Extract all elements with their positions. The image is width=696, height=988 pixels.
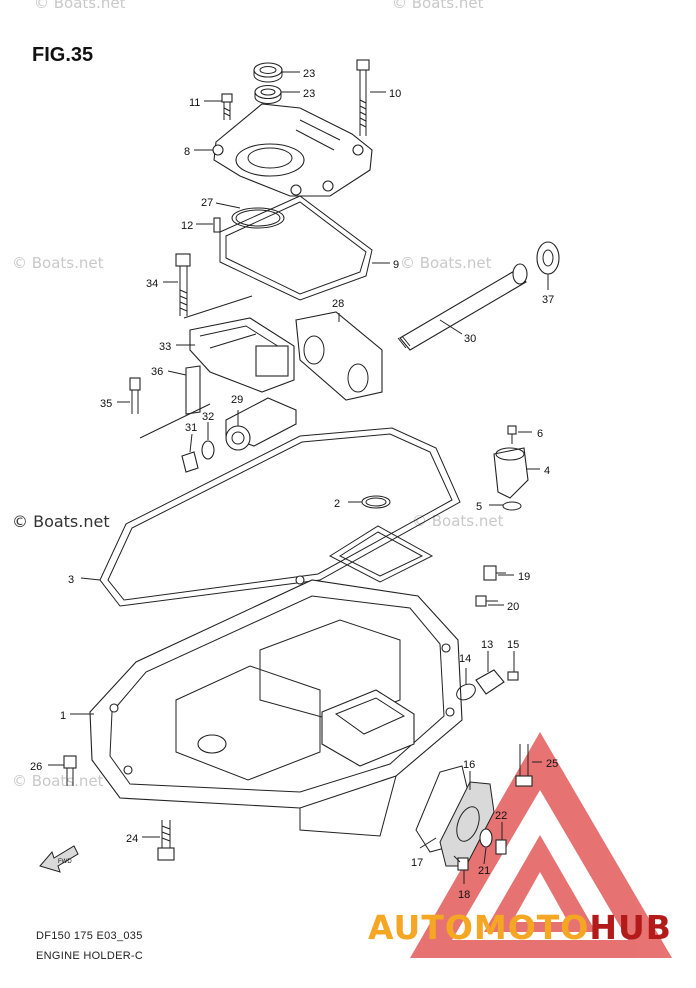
callout-labels: 23 23 11 10 8 27 12 9 34 37 28 33 30 36 … <box>30 68 558 901</box>
callout-9: 9 <box>393 259 399 271</box>
callout-11: 11 <box>189 97 200 109</box>
plate-13 <box>475 669 505 695</box>
bolt-11 <box>221 93 233 120</box>
plug-22 <box>495 839 507 855</box>
cover-8 <box>212 103 373 197</box>
bolt-15 <box>507 671 519 681</box>
seal-23-lower <box>254 84 282 104</box>
callout-31: 31 <box>185 422 197 434</box>
o-ring-27 <box>231 207 285 229</box>
bolt-6 <box>507 425 517 444</box>
brand-wordmark-part1: AUTOMOTO <box>368 908 590 947</box>
footer-code: DF150 175 E03_035 <box>36 930 143 942</box>
callout-30: 30 <box>464 333 476 345</box>
bolt-35 <box>129 377 141 414</box>
callout-28: 28 <box>332 298 344 310</box>
bolt-19 <box>483 565 506 581</box>
watermark-boats-left: © Boats.net <box>12 512 110 531</box>
footer-name: ENGINE HOLDER-C <box>36 950 144 962</box>
gasket-3 <box>99 427 461 607</box>
callout-29: 29 <box>231 394 243 406</box>
automotohub-triangle-logo <box>410 732 672 958</box>
bolt-10 <box>356 59 370 136</box>
callout-22: 22 <box>495 810 507 822</box>
callout-10: 10 <box>389 88 401 100</box>
gasket-9 <box>219 195 373 301</box>
svg-text:FWD: FWD <box>58 859 72 865</box>
gasket-14 <box>456 683 476 701</box>
callout-8: 8 <box>184 146 190 158</box>
bolt-18 <box>453 855 469 871</box>
callout-12: 12 <box>181 220 193 232</box>
callout-3: 3 <box>68 574 74 586</box>
callout-14: 14 <box>459 653 471 665</box>
callout-34: 34 <box>146 278 158 290</box>
fitting-4 <box>493 447 529 499</box>
callout-23-upper: 23 <box>303 68 315 80</box>
bolt-34 <box>175 253 191 316</box>
o-ring-5 <box>502 501 522 511</box>
callout-6: 6 <box>537 428 543 440</box>
callout-25: 25 <box>546 758 558 770</box>
nut-31 <box>181 451 199 473</box>
callout-35: 35 <box>100 398 112 410</box>
oil-pan-1 <box>89 575 463 837</box>
fwd-arrow-icon: FWD <box>39 845 79 873</box>
leader-frame <box>139 295 253 439</box>
leader-lines <box>48 71 549 884</box>
callout-20: 20 <box>507 601 519 613</box>
callout-33: 33 <box>159 341 171 353</box>
figure-title: FIG.35 <box>32 44 94 66</box>
shaft-30 <box>397 263 528 351</box>
callout-19: 19 <box>518 571 530 583</box>
callout-17: 17 <box>411 857 423 869</box>
callout-24: 24 <box>126 833 138 845</box>
watermark-boats-top-right: © Boats.net <box>392 0 484 12</box>
callout-5: 5 <box>476 501 482 513</box>
callout-32: 32 <box>202 411 214 423</box>
callout-26: 26 <box>30 761 42 773</box>
callout-16: 16 <box>463 759 475 771</box>
pin-12 <box>213 217 221 233</box>
callout-2: 2 <box>334 498 340 510</box>
callout-21: 21 <box>478 865 490 877</box>
seal-23-upper <box>253 62 283 83</box>
washer-37 <box>536 241 560 275</box>
holder-33 <box>189 317 295 393</box>
bracket-36 <box>185 365 201 415</box>
o-ring-2 <box>361 495 391 509</box>
bolt-20 <box>475 595 498 607</box>
watermark-boats-mid-left: © Boats.net <box>12 254 104 272</box>
washer-21 <box>479 828 493 848</box>
callout-18: 18 <box>458 889 470 901</box>
bolt-26 <box>63 755 77 786</box>
watermark-boats-top-left: © Boats.net <box>34 0 126 12</box>
bolt-24 <box>157 820 175 861</box>
mount-28 <box>295 311 383 401</box>
callout-37: 37 <box>542 294 554 306</box>
callout-13: 13 <box>481 639 493 651</box>
watermark-boats-mid-right: © Boats.net <box>400 254 492 272</box>
callout-1: 1 <box>60 710 66 722</box>
washer-32 <box>201 440 215 460</box>
callout-15: 15 <box>507 639 519 651</box>
brand-wordmark: AUTOMOTOHUB <box>368 908 672 947</box>
watermark-boats-low-left: © Boats.net <box>12 772 104 790</box>
callout-36: 36 <box>151 366 163 378</box>
callout-27: 27 <box>201 197 213 209</box>
bolt-25 <box>515 744 533 787</box>
callout-4: 4 <box>544 465 550 477</box>
brand-wordmark-part2: HUB <box>589 908 672 947</box>
callout-23-lower: 23 <box>303 88 315 100</box>
